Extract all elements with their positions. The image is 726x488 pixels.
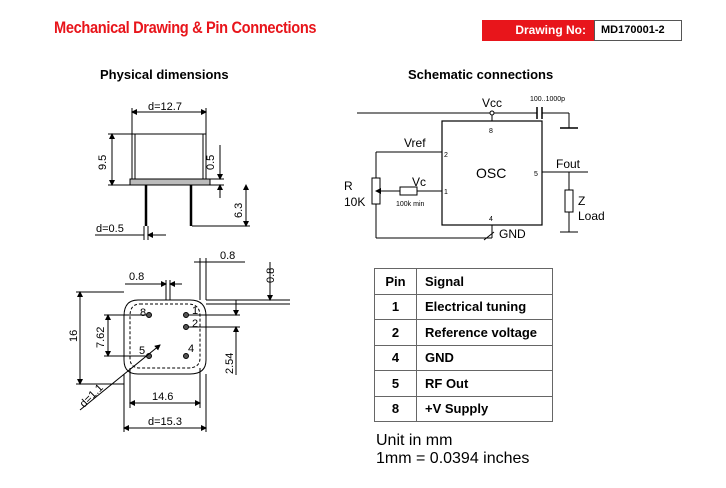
- table-cell-pin: 1: [374, 293, 417, 320]
- pin-4-label: 4: [188, 343, 194, 355]
- bottom-view-drawing: [76, 258, 290, 432]
- bottom-offset-right-label: 0.8: [265, 268, 277, 283]
- pin-num-vc: 1: [444, 189, 448, 196]
- unit-line-1: Unit in mm: [376, 432, 453, 449]
- unit-line-2: 1mm = 0.0394 inches: [376, 450, 530, 467]
- pin-1-hole: [183, 312, 189, 318]
- pin-table: Pin Signal 1 Electrical tuning 2 Referen…: [374, 268, 553, 422]
- load-label: Load: [578, 209, 605, 223]
- table-cell-signal: GND: [416, 344, 553, 371]
- drawing-number-label: Drawing No:: [515, 23, 586, 37]
- bottom-pin-spacing-h-label: 2.54: [224, 353, 236, 374]
- bottom-pin-width-label: 0.8: [129, 271, 144, 283]
- bottom-height-label: 16: [68, 330, 80, 342]
- table-row: 8 +V Supply: [374, 395, 553, 422]
- pin-8-label: 8: [140, 307, 146, 319]
- r-label: R: [344, 179, 353, 193]
- table-cell-signal: Electrical tuning: [416, 293, 553, 320]
- bottom-view-outline: [123, 299, 207, 375]
- physical-dimensions-title: Physical dimensions: [100, 67, 229, 82]
- bottom-hole-label: d=1.1: [78, 382, 106, 410]
- pin-num-gnd: 4: [489, 216, 493, 223]
- table-cell-signal: RF Out: [416, 370, 553, 397]
- drawing-number-value-box: MD170001-2: [594, 20, 682, 41]
- bottom-pin-spacing-v-label: 7.62: [95, 327, 107, 348]
- vcc-label: Vcc: [482, 96, 502, 110]
- table-header-pin: Pin: [374, 268, 417, 295]
- table-cell-signal: Reference voltage: [416, 319, 553, 346]
- side-view-body: [131, 133, 207, 180]
- table-cell-pin: 8: [374, 395, 417, 422]
- table-cell-signal: +V Supply: [416, 395, 553, 422]
- bottom-inner-width-label: 14.6: [152, 391, 173, 403]
- drawing-number-value: MD170001-2: [601, 24, 665, 36]
- pin-num-fout: 5: [534, 171, 538, 178]
- r-value-label: 10K: [344, 195, 365, 209]
- vref-label: Vref: [404, 136, 426, 150]
- pin-1-label: 1: [192, 305, 198, 317]
- table-cell-pin: 2: [374, 319, 417, 346]
- bottom-offset-top-label: 0.8: [220, 250, 235, 262]
- bottom-view-inner: [129, 303, 201, 369]
- table-header-row: Pin Signal: [374, 268, 553, 295]
- page-title: Mechanical Drawing & Pin Connections: [54, 18, 317, 37]
- side-view-drawing: [95, 108, 250, 240]
- pin-num-vcc: 8: [489, 128, 493, 135]
- z-label: Z: [578, 194, 585, 208]
- gnd-label: GND: [499, 227, 526, 241]
- table-row: 1 Electrical tuning: [374, 293, 553, 320]
- side-base-label: 0.5: [205, 155, 217, 170]
- pin-4-hole: [183, 353, 189, 359]
- table-cell-pin: 5: [374, 370, 417, 397]
- side-width-label: d=12.7: [148, 101, 182, 113]
- side-pin-dia-label: d=0.5: [96, 223, 124, 235]
- pin-num-vref: 2: [444, 152, 448, 159]
- schematic-drawing: [357, 107, 588, 241]
- table-row: 5 RF Out: [374, 370, 553, 397]
- pin-2-hole: [183, 324, 189, 330]
- side-height-label: 9.5: [97, 155, 109, 170]
- table-cell-pin: 4: [374, 344, 417, 371]
- side-pin-length-label: 6.3: [233, 203, 245, 218]
- osc-label: OSC: [476, 165, 506, 181]
- bottom-outer-width-label: d=15.3: [148, 416, 182, 428]
- pin-5-label: 5: [139, 345, 145, 357]
- cap-label: 100..1000p: [530, 96, 565, 103]
- table-row: 2 Reference voltage: [374, 319, 553, 346]
- drawing-number-label-box: Drawing No:: [482, 20, 594, 41]
- pin-8-hole: [146, 312, 152, 318]
- pin-2-label: 2: [192, 318, 198, 330]
- table-row: 4 GND: [374, 344, 553, 371]
- r-min-label: 100k min: [396, 201, 425, 208]
- schematic-connections-title: Schematic connections: [408, 67, 554, 82]
- vc-label: Vc: [412, 175, 426, 189]
- table-header-signal: Signal: [416, 268, 553, 295]
- fout-label: Fout: [556, 157, 581, 171]
- side-view-base: [129, 178, 211, 186]
